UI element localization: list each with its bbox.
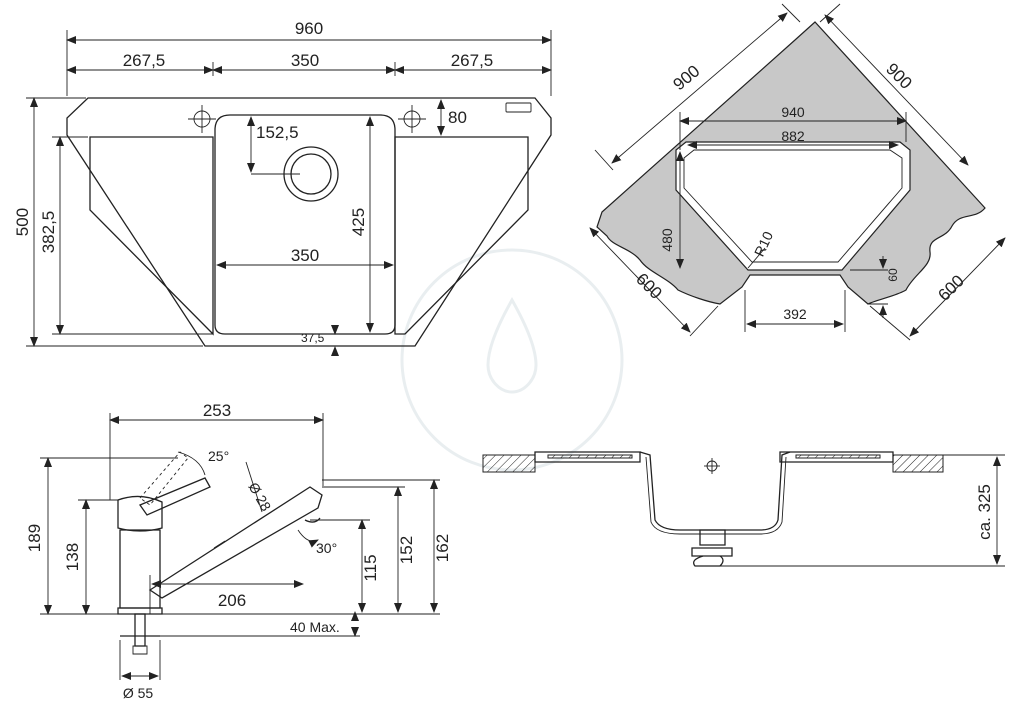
tap-spout: [148, 486, 323, 599]
dim-tap-offset: 80: [448, 108, 467, 127]
corner-installation-view: 900 900 940 882 480 R10 60 392 600: [589, 3, 1006, 341]
dim-front-margin: 60: [886, 268, 900, 282]
dim-height-body: 138: [63, 543, 82, 571]
sink-outline: [66, 97, 552, 347]
tap-hole-left: [188, 105, 216, 133]
dim-height-total: 189: [25, 524, 44, 552]
watermark-logo: [400, 248, 624, 472]
tap-lever: [139, 477, 211, 516]
dim-height-152: 152: [397, 536, 416, 564]
dim-cutout-inner: 882: [781, 128, 805, 144]
dim-width-left: 267,5: [123, 51, 166, 70]
dim-depth-drainer: 382,5: [39, 211, 58, 254]
tap-head: [117, 495, 163, 532]
dim-hole-diameter: Ø 55: [123, 685, 154, 701]
dim-wall-right: 900: [882, 59, 915, 92]
dim-spray-angle: 30°: [316, 540, 337, 556]
tap-shank: [134, 613, 146, 647]
dim-bowl-depth: 425: [349, 208, 368, 236]
dim-bowl-width: 350: [291, 246, 319, 265]
tap-body: [119, 529, 161, 609]
dim-reach: 253: [203, 401, 231, 420]
top-view-sink: 960 267,5 350 267,5 500 382,5 350 425 15…: [13, 19, 552, 356]
section-bowl: [639, 451, 791, 531]
dim-width-mid: 350: [291, 51, 319, 70]
dim-spout-diameter: Ø 28: [245, 480, 274, 514]
dim-spout-reach: 206: [218, 591, 246, 610]
dim-depth-below: ca. 325: [975, 484, 994, 540]
dim-counter-thickness: 40 Max.: [290, 619, 340, 635]
dim-height-115: 115: [361, 554, 380, 581]
worktop-left: [482, 454, 536, 473]
dim-swivel-angle: 25°: [208, 448, 229, 464]
dim-side-right: 600: [934, 271, 967, 304]
dim-cutout-depth: 480: [659, 228, 675, 252]
dim-cutout-outer: 940: [781, 104, 805, 120]
dim-height-162: 162: [433, 534, 452, 562]
section-waste: [699, 529, 726, 546]
sink-section-view: ca. 325: [482, 451, 1005, 567]
tap-side-view: 253 25° Ø 28 30° 189 138 206 115 152: [25, 401, 452, 701]
dim-front-width: 392: [783, 306, 807, 322]
sink-bowl: [214, 114, 396, 335]
dim-width-right: 267,5: [451, 51, 494, 70]
dim-bottom-margin: 37,5: [301, 331, 325, 345]
overflow-slot: [505, 102, 532, 113]
dim-waste-offset: 152,5: [256, 123, 299, 142]
dim-depth-total: 500: [13, 208, 32, 236]
tap-hole-right: [398, 105, 426, 133]
dim-width-total: 960: [295, 19, 323, 38]
worktop-right: [892, 454, 944, 473]
left-drainer: [89, 136, 214, 336]
